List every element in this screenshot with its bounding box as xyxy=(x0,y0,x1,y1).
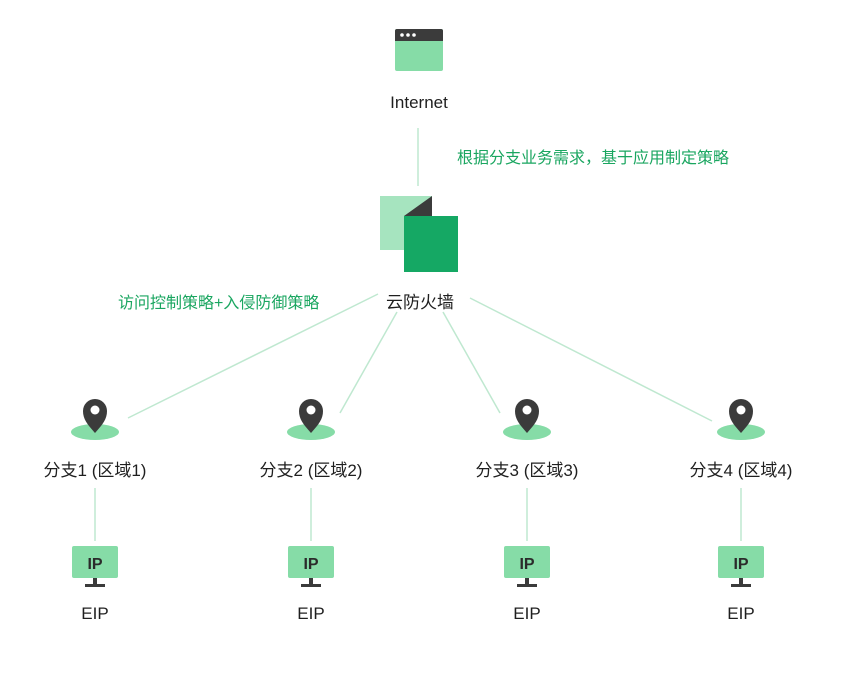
location-pin-icon xyxy=(503,399,551,440)
ip-text: IP xyxy=(519,556,534,573)
location-pin-icon xyxy=(287,399,335,440)
branch-label: 分支2 (区域2) xyxy=(259,461,363,480)
ip-monitor-icon: IP xyxy=(718,546,764,587)
branch-label: 分支4 (区域4) xyxy=(689,461,793,480)
ip-text: IP xyxy=(87,556,102,573)
ip-monitor-icon: IP xyxy=(288,546,334,587)
location-pin-icon xyxy=(717,399,765,440)
policy-left-label: 访问控制策略+入侵防御策略 xyxy=(118,295,320,312)
browser-window-icon xyxy=(395,29,443,71)
connector-firewall-branch-2 xyxy=(339,311,398,414)
ip-text: IP xyxy=(733,556,748,573)
policy-top-label: 根据分支业务需求，基于应用制定策略 xyxy=(457,150,730,167)
connector-firewall-branch-3 xyxy=(442,311,501,414)
connector-firewall-branch-4 xyxy=(469,297,713,422)
eip-label: EIP xyxy=(513,604,541,623)
connector-firewall-branch-1 xyxy=(127,293,379,419)
eip-label: EIP xyxy=(81,604,109,623)
location-pin-icon xyxy=(71,399,119,440)
ip-monitor-icon: IP xyxy=(504,546,550,587)
branch-label: 分支3 (区域3) xyxy=(475,461,579,480)
eip-label: EIP xyxy=(297,604,325,623)
ip-text: IP xyxy=(303,556,318,573)
firewall-icon xyxy=(380,196,458,272)
eip-label: EIP xyxy=(727,604,755,623)
ip-monitor-icon: IP xyxy=(72,546,118,587)
firewall-label: 云防火墙 xyxy=(386,293,454,312)
branch-label: 分支1 (区域1) xyxy=(43,461,147,480)
internet-label: Internet xyxy=(390,93,448,112)
